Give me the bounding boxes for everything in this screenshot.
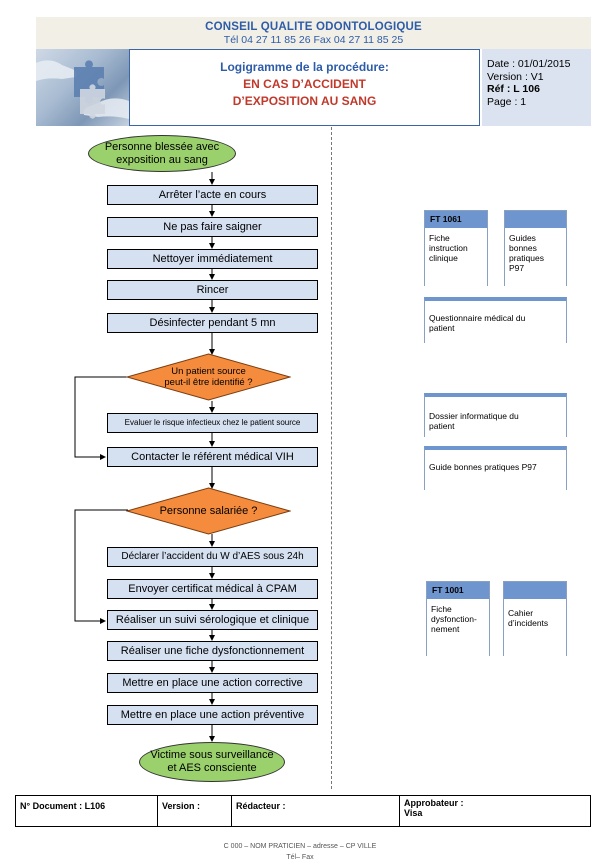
end-oval: Victime sous surveillance et AES conscie… bbox=[139, 742, 285, 782]
step-follow-up: Réaliser un suivi sérologique et cliniqu… bbox=[107, 610, 318, 630]
doc-guides-line3: pratiques bbox=[509, 253, 544, 263]
organization-name: CONSEIL QUALITE ODONTOLOGIQUE bbox=[205, 21, 422, 33]
doc-guides-header bbox=[505, 211, 566, 228]
doc-guide-bonnes-pratiques-p97: Guide bonnes pratiques P97 bbox=[424, 446, 567, 490]
doc-cahier-header bbox=[504, 582, 566, 599]
doc-ft1061-line2: instruction bbox=[429, 243, 468, 253]
doc-ft1061-line1: Fiche bbox=[429, 233, 450, 243]
document-date: Date : 01/01/2015 bbox=[487, 58, 571, 70]
step-disinfect: Désinfecter pendant 5 mn bbox=[107, 313, 318, 333]
doc-guides-line1: Guides bbox=[509, 233, 536, 243]
doc-cahier-line2: d’incidents bbox=[508, 618, 549, 628]
doc-cahier-line1: Cahier bbox=[508, 608, 534, 618]
puzzle-hands-image bbox=[36, 49, 129, 126]
doc-guide-bp-line1: Guide bonnes pratiques P97 bbox=[429, 462, 537, 472]
step-preventive-action: Mettre en place une action préventive bbox=[107, 705, 318, 725]
footer-signature-table: N° Document : L106 Version : Rédacteur :… bbox=[15, 795, 591, 827]
step-send-certificate: Envoyer certificat médical à CPAM bbox=[107, 579, 318, 599]
doc-ft1001-code: FT 1001 bbox=[427, 582, 489, 599]
doc-ft1061-line3: clinique bbox=[429, 253, 458, 263]
start-oval: Personne blessée avec exposition au sang bbox=[88, 135, 236, 172]
doc-guides-bonnes-pratiques: Guides bonnes pratiques P97 bbox=[504, 210, 567, 286]
doc-guides-line4: P97 bbox=[509, 263, 525, 273]
footer-visa: Visa bbox=[404, 808, 423, 818]
step-contact-referent: Contacter le référent médical VIH bbox=[107, 447, 318, 467]
document-info-box: Date : 01/01/2015 Version : V1 Réf : L 1… bbox=[482, 49, 591, 126]
procedure-title-box: Logigramme de la procédure: EN CAS D’ACC… bbox=[129, 49, 480, 126]
start-text-line2: exposition au sang bbox=[116, 153, 208, 166]
doc-dossier-line2: patient bbox=[429, 421, 455, 431]
start-text-line1: Personne blessée avec bbox=[104, 140, 220, 153]
procedure-subject-line2: D’EXPOSITION AU SANG bbox=[232, 94, 377, 108]
procedure-title: Logigramme de la procédure: bbox=[220, 60, 389, 74]
doc-ft1001: FT 1001 Fiche dysfonction- nement bbox=[426, 581, 490, 656]
decision-source-patient: Un patient source peut-il être identifié… bbox=[126, 353, 291, 401]
footer-approbateur-cell: Approbateur : Visa bbox=[400, 796, 590, 826]
step-dysfunction-report: Réaliser une fiche dysfonctionnement bbox=[107, 641, 318, 661]
decision-employee: Personne salariée ? bbox=[126, 487, 291, 535]
step-rinse: Rincer bbox=[107, 280, 318, 300]
decision-source-patient-line2: peut-il être identifié ? bbox=[164, 377, 253, 388]
step-stop-act: Arrêter l’acte en cours bbox=[107, 185, 318, 205]
doc-questionnaire-medical: Questionnaire médical du patient bbox=[424, 297, 567, 343]
end-text-line2: et AES consciente bbox=[167, 762, 257, 774]
decision-employee-text: Personne salariée ? bbox=[159, 504, 258, 517]
end-text-line1: Victime sous surveillance bbox=[150, 749, 274, 761]
footer-tel: Tél– Fax bbox=[286, 854, 314, 861]
doc-ft1001-line3: nement bbox=[431, 624, 460, 634]
footer-doc-number: N° Document : L106 bbox=[16, 796, 158, 826]
step-declare-accident: Déclarer l’accident du W d’AES sous 24h bbox=[107, 547, 318, 567]
footer-address: C 000 – NOM PRATICIEN – adresse – CP VIL… bbox=[223, 843, 377, 850]
footer-redacteur: Rédacteur : bbox=[232, 796, 400, 826]
step-clean: Nettoyer immédiatement bbox=[107, 249, 318, 269]
doc-dossier-line1: Dossier informatique du bbox=[429, 411, 519, 421]
decision-source-patient-line1: Un patient source bbox=[171, 366, 246, 377]
step-evaluate-risk: Evaluer le risque infectieux chez le pat… bbox=[107, 413, 318, 433]
doc-ft1001-line2: dysfonction- bbox=[431, 614, 477, 624]
header-banner: CONSEIL QUALITE ODONTOLOGIQUE Tél 04 27 … bbox=[36, 17, 591, 49]
footer-approbateur: Approbateur : bbox=[404, 798, 464, 808]
footer-address-block: C 000 – NOM PRATICIEN – adresse – CP VIL… bbox=[0, 841, 600, 863]
doc-questionnaire-line1: Questionnaire médical du bbox=[429, 313, 526, 323]
document-reference: Réf : L 106 bbox=[487, 83, 540, 95]
doc-dossier-informatique: Dossier informatique du patient bbox=[424, 393, 567, 437]
document-page: Page : 1 bbox=[487, 95, 527, 108]
organization-contact: Tél 04 27 11 85 26 Fax 04 27 11 85 25 bbox=[223, 34, 404, 46]
document-version: Version : V1 bbox=[487, 70, 544, 83]
doc-ft1001-line1: Fiche bbox=[431, 604, 452, 614]
doc-ft1061: FT 1061 Fiche instruction clinique bbox=[424, 210, 488, 286]
doc-ft1061-code: FT 1061 bbox=[425, 211, 487, 228]
step-no-bleeding: Ne pas faire saigner bbox=[107, 217, 318, 237]
doc-cahier-incidents: Cahier d’incidents bbox=[503, 581, 567, 656]
doc-guides-line2: bonnes bbox=[509, 243, 537, 253]
step-corrective-action: Mettre en place une action corrective bbox=[107, 673, 318, 693]
footer-version: Version : bbox=[158, 796, 232, 826]
column-separator bbox=[331, 127, 332, 789]
doc-questionnaire-line2: patient bbox=[429, 323, 455, 333]
procedure-subject-line1: EN CAS D’ACCIDENT bbox=[243, 77, 366, 91]
